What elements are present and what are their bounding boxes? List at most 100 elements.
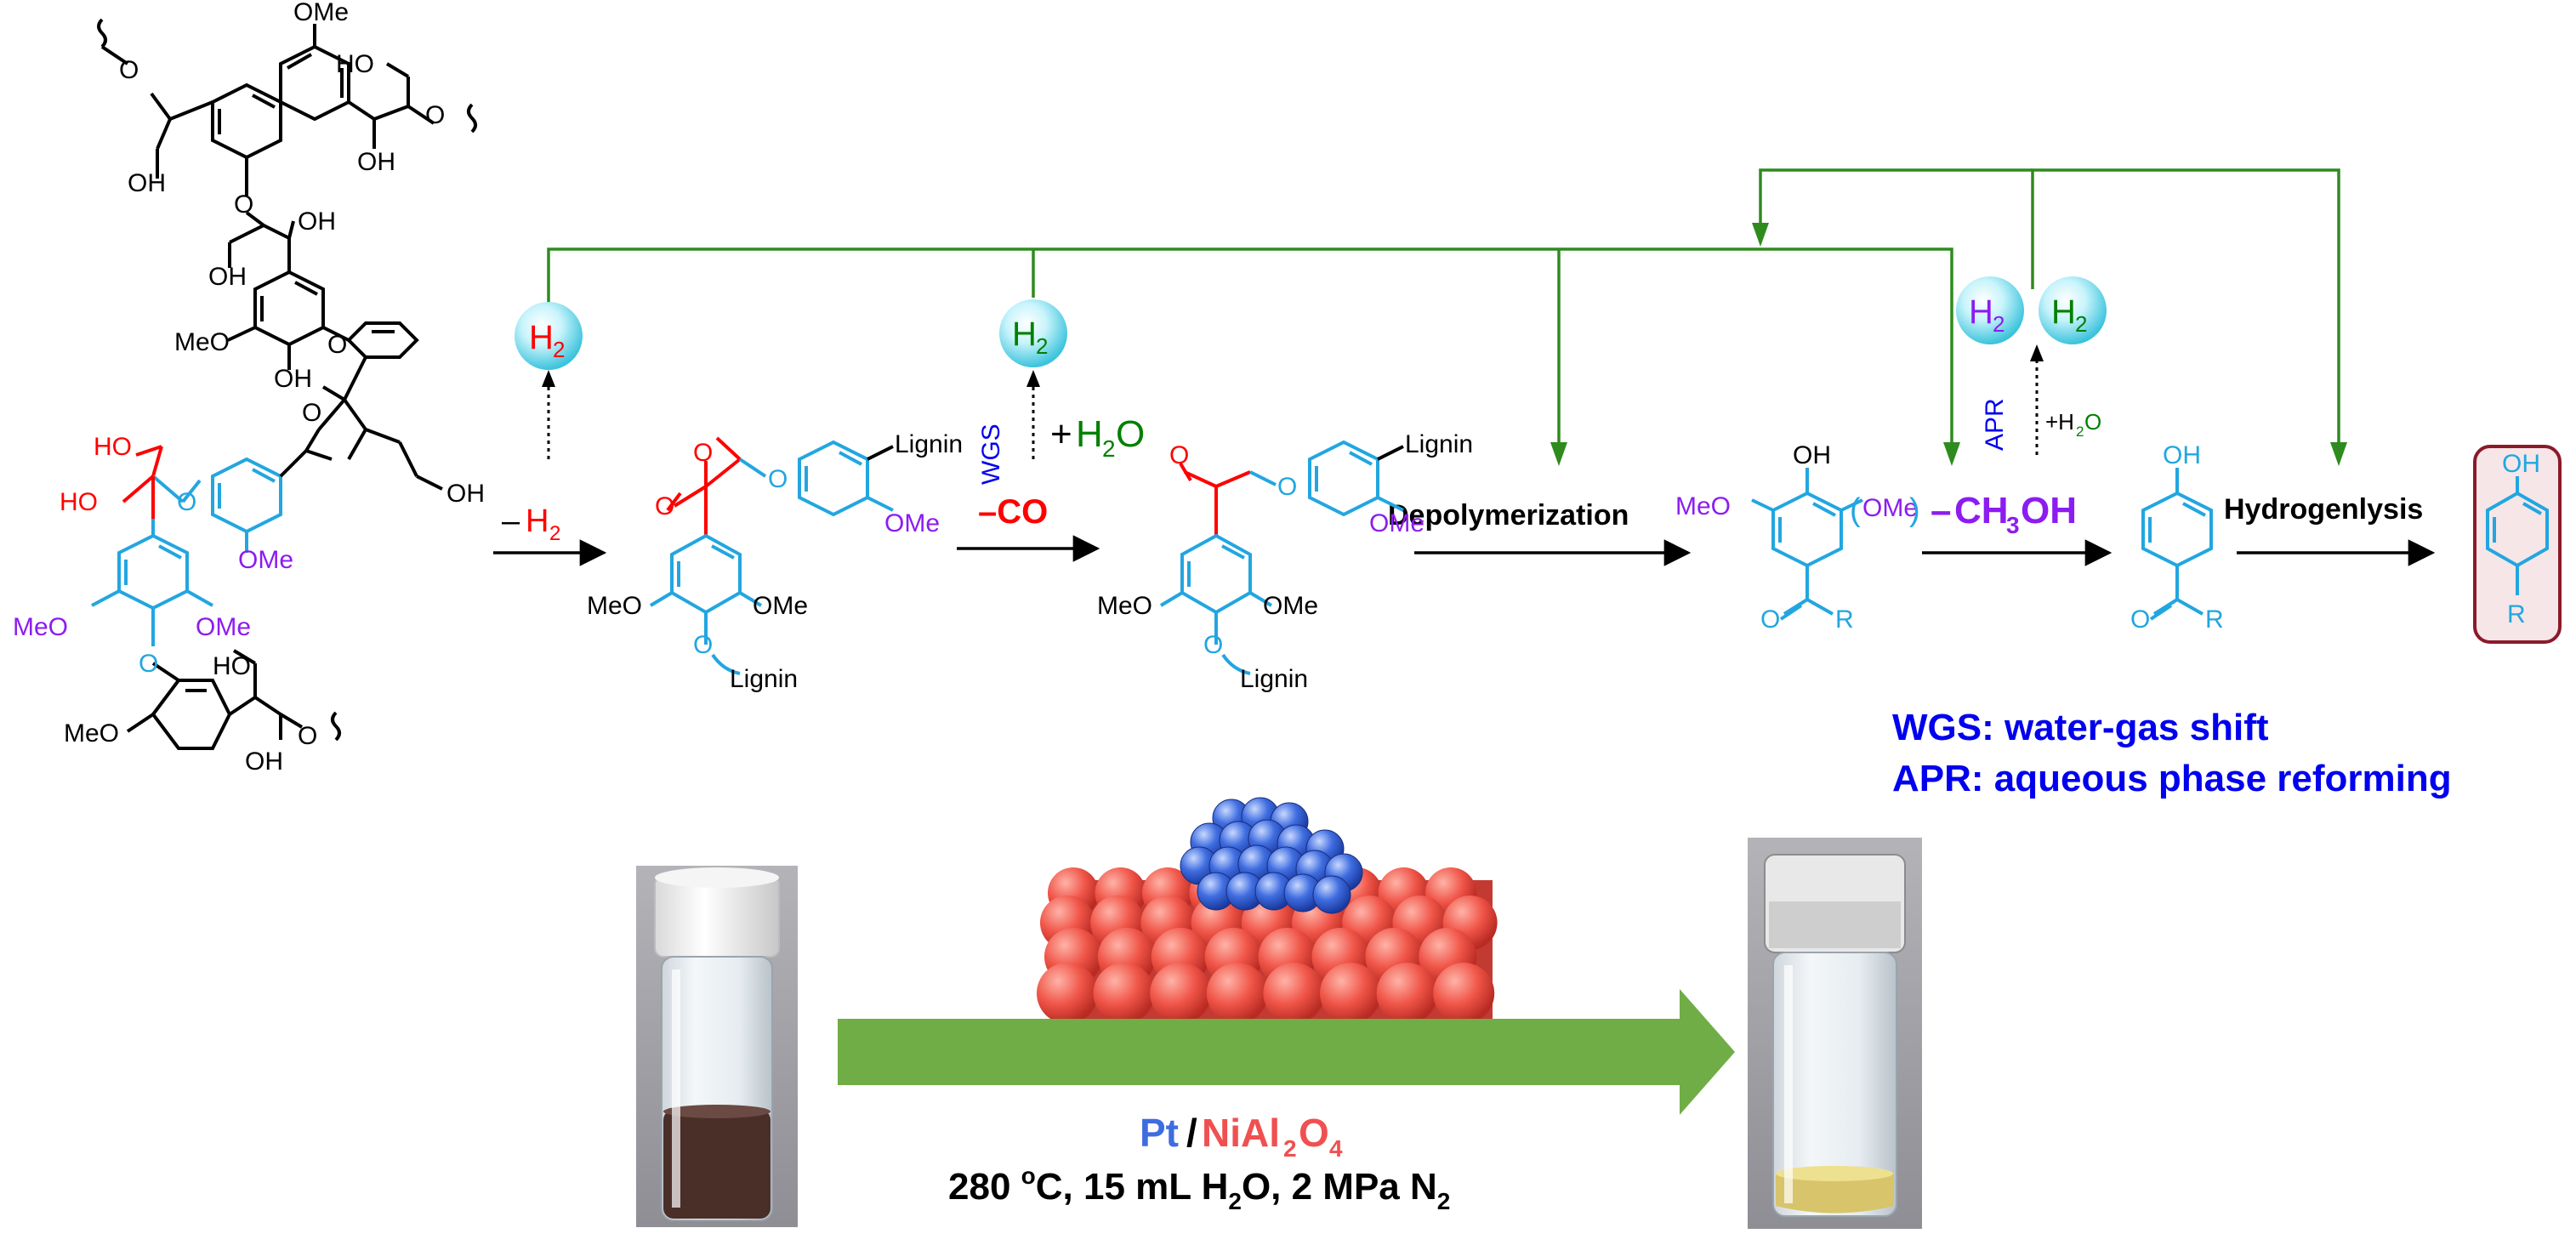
h2-bubble-3: H 2 [1956,276,2024,344]
catalyst-sub2: 4 [1329,1135,1343,1162]
pt-atom [1312,875,1351,914]
wavy-bond-2 [467,103,477,134]
label-ome-purple2: OMe [196,613,251,641]
hydrogen-feedback-lines [547,168,2340,442]
h2-bubble-2: H 2 [999,299,1067,367]
label-ho2: HO [213,652,251,680]
molecule-phenol-ketone [2141,468,2213,621]
support-sphere [1093,963,1155,1024]
label-oh-ketone: OH [2163,441,2201,469]
minus-co: –CO [978,493,1048,531]
label-ome-purple: OMe [238,546,293,574]
apr-label: APR [1981,398,2009,451]
label-ome-1: OMe [884,509,940,537]
label-o3: O [234,190,253,219]
label-o5: O [302,399,321,427]
ch3oh-oh: OH [2021,490,2077,532]
label-oh7: OH [245,748,283,776]
label-lignin-2: Lignin [730,665,798,693]
ch3oh-ch: CH [1954,490,2009,532]
label-ether-o: O [768,465,788,493]
label-r-product: R [2507,600,2526,628]
label-meo-monomer: MeO [1675,492,1731,520]
molecule-ketone [1159,440,1404,675]
wgs-label: WGS [977,424,1005,485]
label-ho-red: HO [94,433,132,461]
label-lignin-3: Lignin [1405,430,1473,458]
minus-sign-1: – [502,503,520,539]
conditions-label: 280 oC, 15 mL H2O, 2 MPa N2 [948,1163,1450,1214]
label-oh6: OH [446,480,485,508]
legend-wgs: WGS: water-gas shift [1892,707,2269,748]
label-ome-2: OMe [753,592,808,620]
dotted-arrows [547,357,2039,459]
label-meo-2: MeO [1097,592,1152,620]
cond-deg: o [1021,1163,1036,1189]
depolymerization-label: Depolymerization [1388,499,1629,532]
molecule-phenol-ketone-labels: OH O R [2130,441,2224,634]
hydrogenlysis-label: Hydrogenlysis [2224,493,2423,526]
product-box: OH R [2473,445,2562,644]
cond-water: C, 15 mL H [1036,1166,1229,1208]
molecule-oxidized [649,436,894,675]
molecule-ketone-labels: O O Lignin OMe MeO OMe O Lignin [1097,430,1473,693]
h2-bubble-4-h: H [2051,293,2076,331]
ring-a [211,82,282,160]
dotted-arrow-heads [542,344,2044,387]
pt-cluster [1180,797,1363,914]
label-oh: OH [128,169,166,197]
abbreviation-legend: WGS: water-gas shift APR: aqueous phase … [1892,707,2452,799]
small-h2o-sub: 2 [2076,424,2084,440]
lignin-labels: OMe O HO O OH OH O OH OH MeO O OH O OH H… [13,0,485,776]
label-ho-red2: HO [60,488,98,516]
support-sphere [1376,963,1438,1024]
catalyst-sub1: 2 [1283,1135,1297,1162]
label-ketone-o: O [655,492,674,520]
label-meo: MeO [174,328,230,356]
vial-after [1748,838,1922,1229]
label-oh-product: OH [2502,450,2540,478]
h2-bubble-1: H 2 [515,302,583,370]
support-sphere [1263,963,1325,1024]
label-o6: O [298,722,317,750]
support-sphere [1206,963,1268,1024]
label-o-1: O [693,631,713,659]
ring-b [279,44,350,122]
label-ome-paren: OMe [1862,494,1918,522]
h2-bubble-1-h: H [529,319,554,356]
paren-open: ( [1850,492,1861,528]
support-sphere [1037,963,1098,1024]
lignin-polymer [97,18,477,491]
label-oh5: OH [274,365,312,393]
minus-h2-sub: 2 [549,522,560,545]
label-ome-4: OMe [1263,592,1318,620]
label-ho: HO [336,50,374,78]
label-o-blue: O [177,488,196,516]
catalyst-o: O [1299,1111,1329,1155]
h2o-h: H [1076,413,1103,455]
svg-text:280 oC, 15 mL H2O, 2 MPa N2: 280 oC, 15 mL H2O, 2 MPa N2 [948,1163,1450,1214]
h2-bubble-1-sub: 2 [553,337,565,362]
label-ether-o-2: O [1277,473,1297,501]
label-oh2: OH [357,148,395,176]
process-arrow [838,989,1735,1115]
label-o4: O [327,331,347,359]
h2-bubble-4: H 2 [2039,276,2107,344]
arrowhead-demethoxylation [1943,442,1960,466]
label-oh4: OH [208,263,247,291]
label-ome-3: OMe [1369,509,1424,537]
support-sphere [1150,963,1212,1024]
support-sphere [1433,963,1495,1024]
label-o: O [119,56,139,84]
label-r-ketone: R [2205,605,2224,634]
label-ome: OMe [293,0,349,26]
vial-before [636,866,798,1227]
h2o-o: O [1116,413,1145,455]
h2-bubble-3-h: H [1969,293,1993,331]
label-meo-purple: MeO [13,613,68,641]
label-ketone-o-2: O [1169,441,1189,469]
arrowhead-depolymerization [1550,442,1567,466]
cond-temp: 280 [948,1166,1021,1208]
catalyst-nial: NiAl [1202,1111,1280,1155]
